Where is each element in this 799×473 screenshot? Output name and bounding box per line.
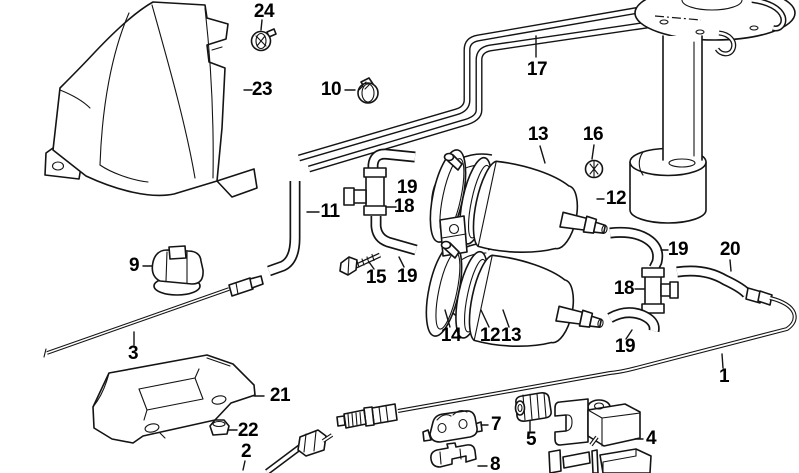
part-label-14[interactable]: 14 <box>440 325 462 346</box>
fuel-filter-lower-13 <box>425 243 604 347</box>
hose-clamp-10 <box>357 77 379 104</box>
part-label-15[interactable]: 15 <box>365 267 387 288</box>
hose-11 <box>267 181 301 277</box>
hose-19-right-upper <box>609 226 664 271</box>
bracket-lower-partial <box>548 448 652 473</box>
part-label-13-bottom[interactable]: 13 <box>500 325 522 346</box>
part-label-12-bottom[interactable]: 12 <box>479 325 501 346</box>
part-label-16[interactable]: 16 <box>582 124 604 145</box>
part-label-4[interactable]: 4 <box>645 428 657 449</box>
part-label-18-right[interactable]: 18 <box>613 278 635 299</box>
part-label-5[interactable]: 5 <box>525 429 537 450</box>
grommet-16 <box>584 159 604 179</box>
clip-8 <box>430 442 477 468</box>
clip-7 <box>422 409 483 443</box>
part-label-22[interactable]: 22 <box>237 420 259 441</box>
part-label-3[interactable]: 3 <box>127 343 139 364</box>
bolt-2 <box>265 429 334 473</box>
bolt-15 <box>339 252 382 276</box>
part-label-2[interactable]: 2 <box>240 441 252 462</box>
hose-20 <box>676 265 752 298</box>
fuel-pipes-17 <box>298 4 655 173</box>
part-label-7[interactable]: 7 <box>490 414 502 435</box>
fuel-line-3 <box>43 275 264 358</box>
centerline <box>654 15 702 21</box>
threaded-union <box>336 403 398 429</box>
part-label-19-upper-right[interactable]: 19 <box>667 239 689 260</box>
part-label-11[interactable]: 11 <box>320 201 340 222</box>
grommet-24 <box>250 28 277 52</box>
part-label-24[interactable]: 24 <box>253 1 275 22</box>
hose-19-right-lower <box>607 307 660 333</box>
part-label-23[interactable]: 23 <box>251 79 273 100</box>
part-label-1[interactable]: 1 <box>718 366 730 387</box>
part-label-17[interactable]: 17 <box>526 59 548 80</box>
part-label-19-upper-left[interactable]: 19 <box>396 177 418 198</box>
hose-19-left-upper <box>367 148 416 175</box>
part-label-19-lower-right[interactable]: 19 <box>614 336 636 357</box>
t-connector-18-left <box>343 167 387 216</box>
filter-bracket-plate <box>439 152 468 259</box>
part-label-12-right[interactable]: 12 <box>605 188 627 209</box>
part-label-20[interactable]: 20 <box>719 239 741 260</box>
part-label-9[interactable]: 9 <box>128 255 140 276</box>
fuel-filter-upper-13 <box>429 149 608 253</box>
part-label-19-lower-left[interactable]: 19 <box>396 266 418 287</box>
clip-9 <box>151 245 204 296</box>
fuel-line-1 <box>397 296 797 413</box>
sleeve-5 <box>514 392 552 422</box>
leader-lines <box>133 19 732 471</box>
nut-22 <box>209 419 230 436</box>
part-label-8[interactable]: 8 <box>489 454 501 473</box>
hose-19-left-lower <box>370 216 418 256</box>
part-label-13-top[interactable]: 13 <box>527 124 549 145</box>
part-label-10[interactable]: 10 <box>320 79 342 100</box>
part-label-18-left[interactable]: 18 <box>393 196 415 217</box>
cover-panel-23 <box>44 1 258 198</box>
pipe-connector-fitting <box>745 287 773 306</box>
part-label-21[interactable]: 21 <box>269 385 291 406</box>
t-connector-18-right <box>641 267 679 314</box>
clamp-4 <box>554 398 641 447</box>
fuel-pump-sender-unit <box>629 0 796 224</box>
